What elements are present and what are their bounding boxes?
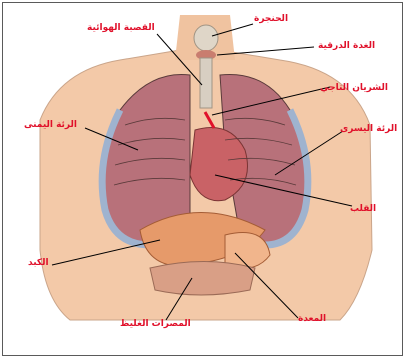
larynx-organ xyxy=(194,25,218,51)
label-coronary-artery: الشريان التاجي xyxy=(320,83,388,94)
label-heart: القلب xyxy=(350,204,376,215)
label-left-lung: الرئة اليسرى xyxy=(340,124,397,135)
label-larynx: الحنجرة xyxy=(254,14,288,25)
large-intestine-organ xyxy=(150,262,255,296)
label-liver: الكبد xyxy=(28,258,49,269)
label-trachea: القصبة الهوائية xyxy=(87,23,155,34)
trachea-organ xyxy=(200,58,212,108)
label-stomach: المعدة xyxy=(298,314,326,325)
label-large-intestine: المصرات الغليظ xyxy=(120,319,191,330)
label-right-lung: الرئة اليمنى xyxy=(24,120,77,131)
label-thyroid: الغدة الدرقية xyxy=(318,41,375,52)
